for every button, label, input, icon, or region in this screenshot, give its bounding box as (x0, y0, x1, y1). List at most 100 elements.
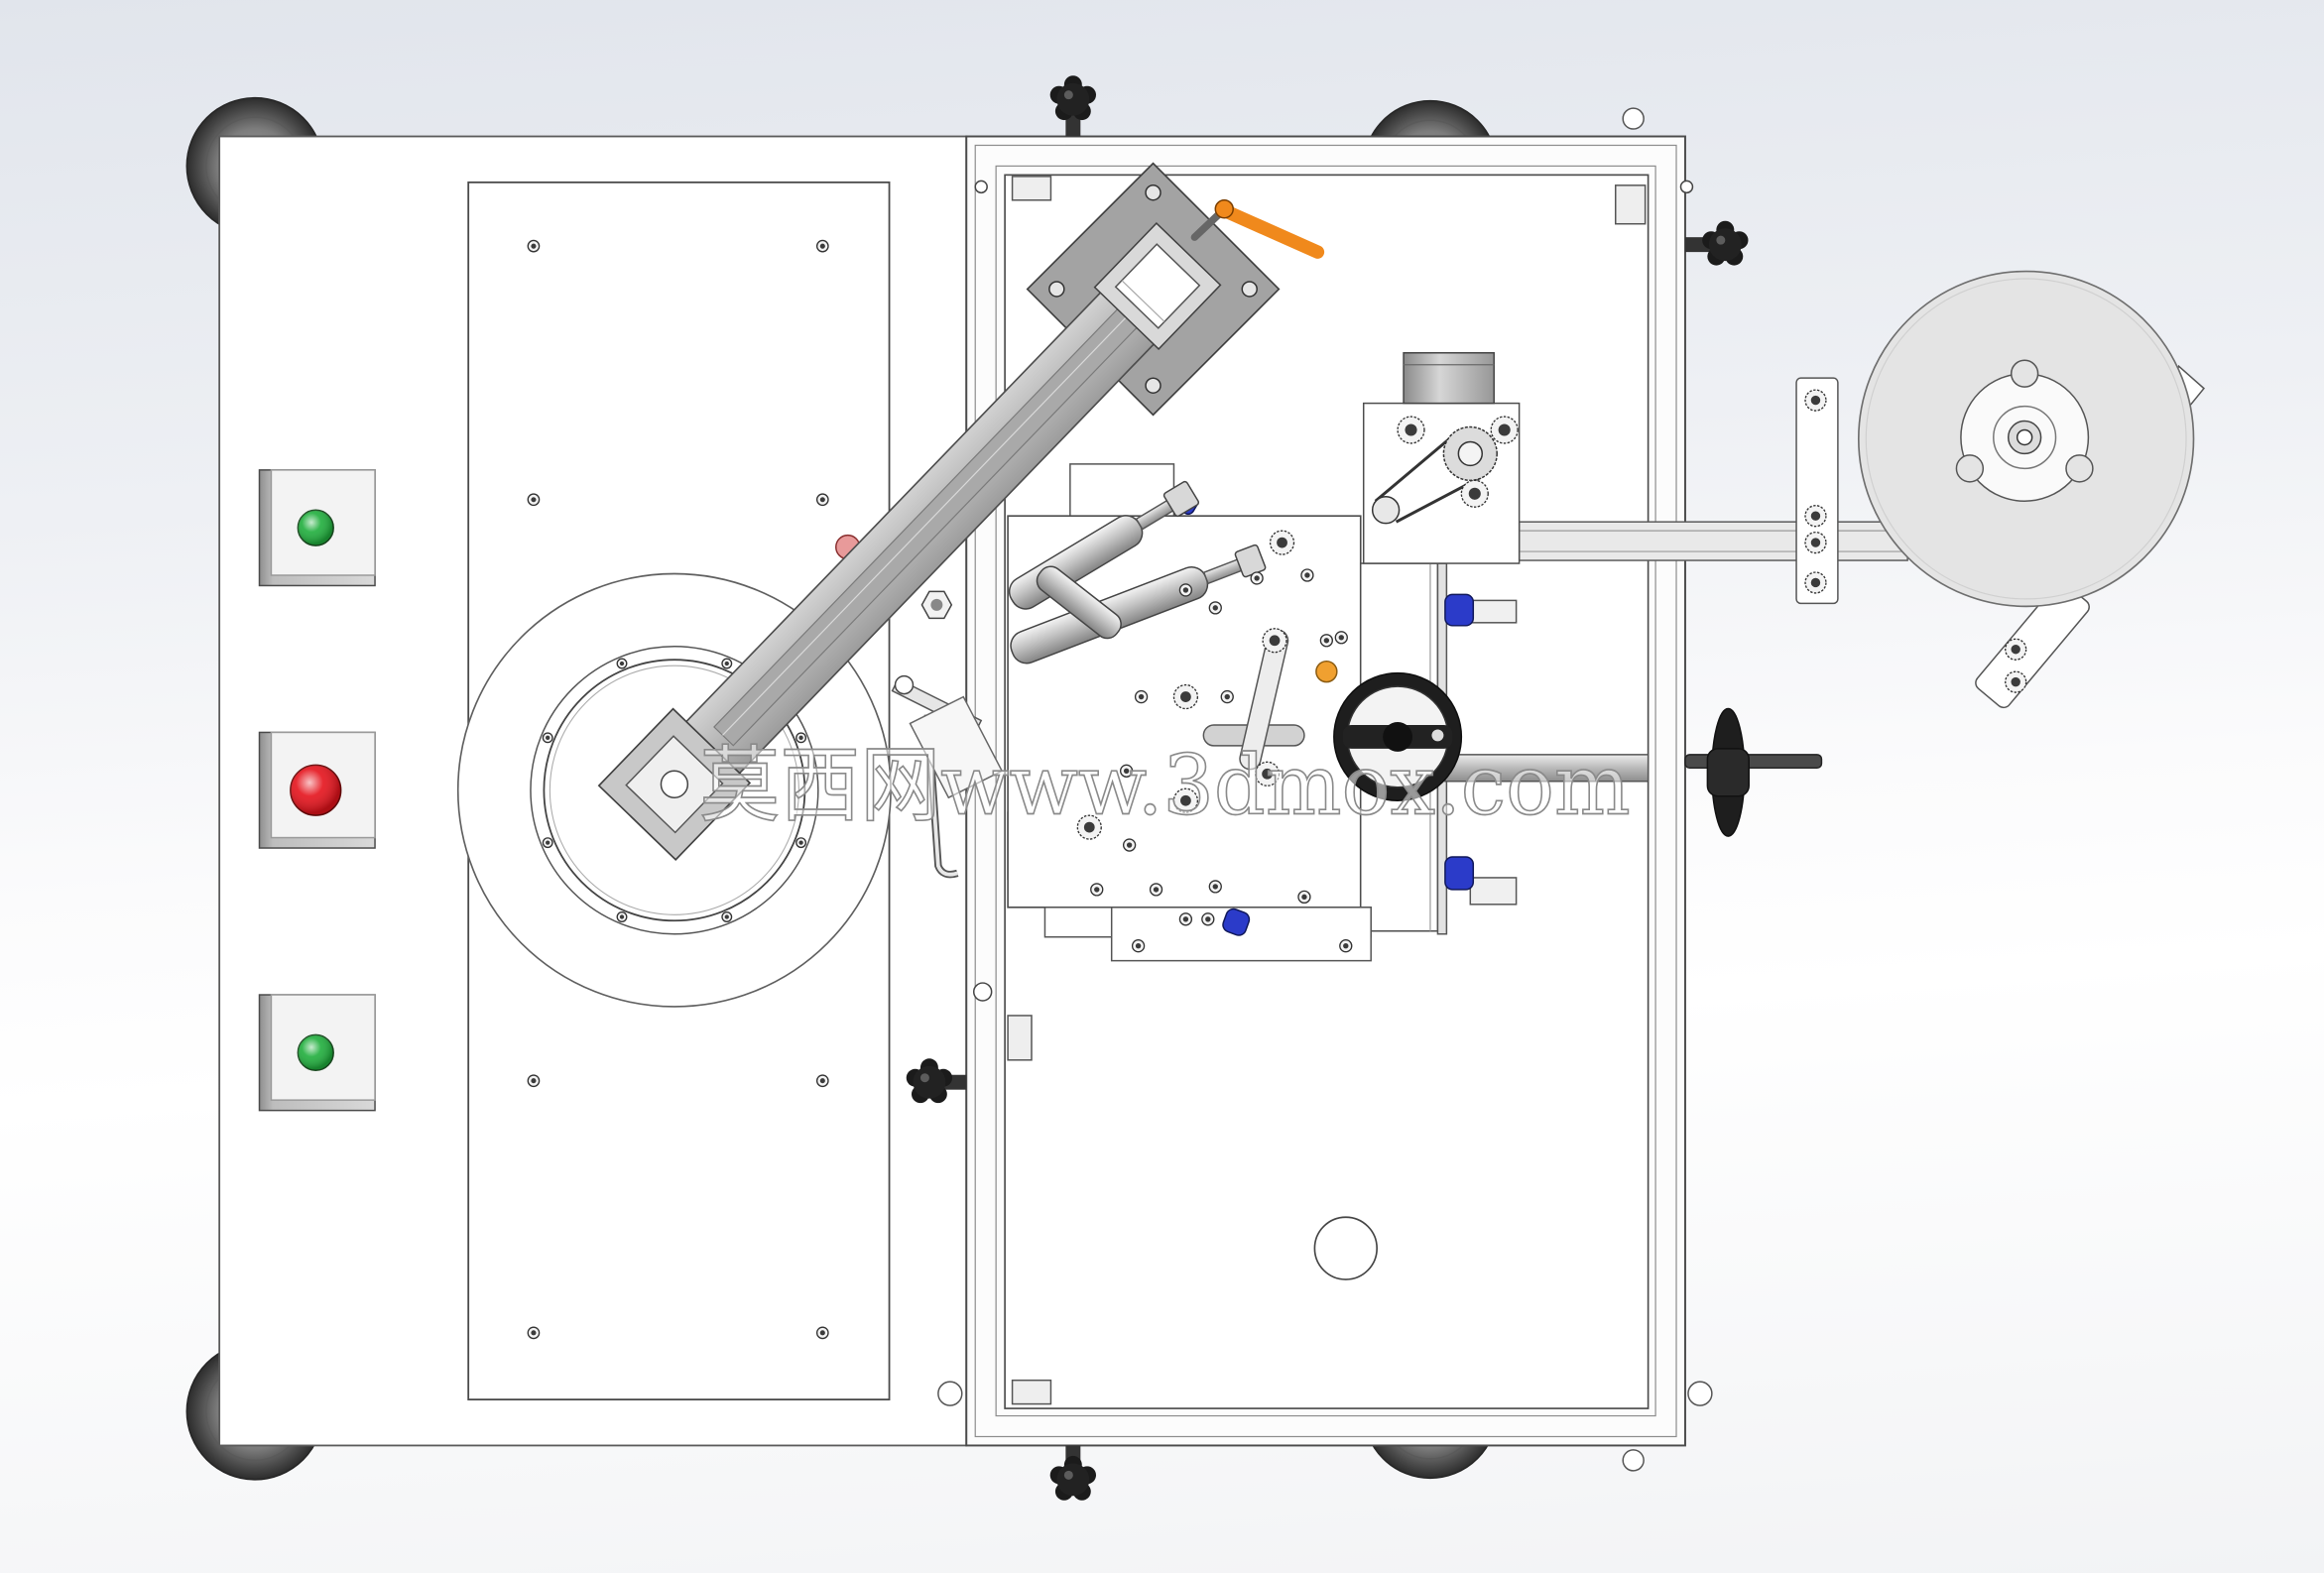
hub-notch (2065, 454, 2094, 483)
panel-screw (527, 493, 541, 507)
head-roller-bolt (1076, 814, 1102, 840)
adjust-shaft (1444, 754, 1650, 783)
frame-corner-cap (1622, 1449, 1645, 1472)
ring-bolt (616, 911, 628, 922)
side-handwheel (1684, 707, 1823, 837)
star-knob-head (1049, 75, 1097, 121)
bracket-bolt (1804, 571, 1827, 594)
frame-pivot (974, 180, 988, 194)
linkage-hex-bore (930, 598, 943, 611)
head-bolt (1131, 939, 1146, 953)
roll-support-beam (1518, 521, 1908, 561)
roll-bolts (1804, 389, 2027, 693)
ring-bolt (795, 837, 807, 849)
panel-screw-socket (819, 1330, 825, 1336)
head-bolt (1178, 583, 1193, 597)
lever-handle (1217, 203, 1325, 259)
head-bolt-socket (1182, 916, 1189, 922)
head-bolt-socket (1323, 638, 1330, 644)
head-roller-bolt (1262, 628, 1287, 654)
indicator-shine (290, 765, 341, 816)
ring-bolt (616, 658, 628, 669)
ring-bolt-socket (798, 735, 803, 740)
head-bolts (1076, 530, 1353, 953)
head-roller-bolt-socket (1277, 537, 1287, 548)
label-roll-core-edge (1865, 278, 2187, 600)
frame-bracket (1011, 1379, 1052, 1405)
head-bolt (1220, 689, 1234, 704)
head-bolt-socket (1343, 943, 1349, 949)
linkage-rod-core (925, 714, 958, 877)
height-handwheel (1333, 671, 1463, 801)
head-roller-bolt-socket (1180, 794, 1191, 806)
star-knob-top (1049, 75, 1097, 137)
turntable-ring-outer (530, 645, 819, 935)
star-knob-right (1684, 220, 1749, 266)
ring-bolt (721, 911, 733, 922)
head-bolt-socket (1094, 887, 1100, 893)
drive-pulley-hub (1457, 440, 1484, 467)
frame-bracket (1011, 176, 1052, 201)
head-roller-bolt (1269, 530, 1295, 555)
ring-bolt (795, 732, 807, 744)
head-bolt (1250, 571, 1264, 585)
panel-screw (527, 239, 541, 253)
panel-screws (527, 239, 829, 1340)
head-bolt (1178, 912, 1193, 926)
ring-bolt (721, 658, 733, 669)
clamp-body (1469, 877, 1518, 906)
head-bolt (1297, 890, 1311, 905)
bracket-bolt (2005, 670, 2027, 693)
access-hole (1313, 1216, 1378, 1280)
side-handwheel-hub (1706, 748, 1750, 797)
ring-bolt (542, 732, 553, 744)
adjust-dot (1315, 660, 1338, 683)
button-bezel-bottom (258, 994, 376, 1112)
panel-screw-socket (531, 497, 537, 503)
head-bolt-socket (1138, 693, 1145, 700)
drive-bolt (1490, 416, 1519, 444)
hub-centre (2016, 428, 2033, 446)
clamp-knob-lower (1444, 856, 1518, 906)
stepper-motor (1403, 352, 1495, 405)
hub-notch (2010, 359, 2039, 388)
head-roller-bolt (1172, 787, 1199, 813)
bracket-bolt-socket (2011, 645, 2020, 655)
arm-edge (722, 313, 1130, 736)
head-bolt (1319, 634, 1334, 648)
linkage-pin (894, 674, 915, 695)
ring-bolt-socket (724, 661, 729, 666)
head-bolt-socket (1212, 605, 1218, 611)
lever-stem (1190, 208, 1226, 241)
head-roller-bolt-socket (1180, 691, 1191, 702)
arm-pivot-block (597, 707, 752, 862)
bracket-bolt (2005, 638, 2027, 661)
linkage-plate (909, 695, 1004, 799)
button-bezel-middle (258, 731, 376, 849)
bracket-bolt (1804, 389, 1827, 412)
head-bolt-socket (1135, 943, 1142, 949)
head-bolt (1208, 880, 1222, 894)
lever-pivot (1214, 199, 1234, 219)
handwheel-hub (1383, 721, 1413, 752)
head-bolt (1208, 601, 1222, 615)
star-knob-left (906, 1058, 967, 1104)
head-bolt-socket (1153, 887, 1160, 893)
head-bolt (1149, 883, 1163, 897)
pneumatic-cylinders (1008, 480, 1267, 665)
blue-clamp-knob (1222, 908, 1251, 936)
mount-plate-hole (1048, 281, 1065, 298)
frame-pivot (1679, 180, 1694, 194)
head-bolt-socket (1254, 575, 1260, 581)
ring-bolt-socket (798, 840, 803, 845)
star-knobs (906, 75, 1749, 1501)
ring-bolt-socket (546, 735, 550, 740)
clamp-window (1114, 243, 1201, 329)
turntable-ring-inner (543, 659, 806, 922)
clamp-knob-upper (1444, 593, 1518, 627)
pivot-bore (660, 770, 689, 798)
clamp-body (1469, 599, 1518, 624)
bracket-bolt-socket (1810, 538, 1821, 547)
frame-bracket (1007, 1015, 1033, 1061)
